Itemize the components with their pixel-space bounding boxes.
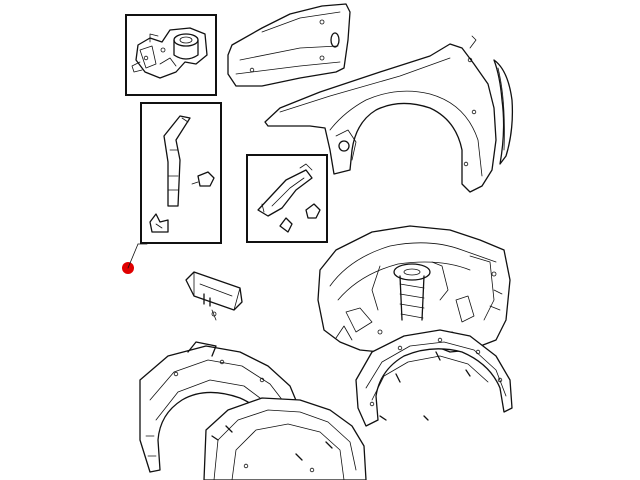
fender-seal-drawing bbox=[149, 115, 215, 233]
front-fender-part bbox=[227, 3, 497, 193]
inset-fender-seal bbox=[140, 102, 222, 244]
inset-fender-brace bbox=[246, 154, 328, 243]
fender-flare bbox=[493, 59, 514, 165]
fender-brace-drawing bbox=[257, 163, 321, 233]
inset-apron-bracket bbox=[125, 14, 217, 96]
callout-marker bbox=[122, 243, 148, 274]
fender-support-bracket-part bbox=[185, 271, 243, 321]
wheelhouse-liner-rear-part bbox=[139, 341, 367, 480]
apron-bracket-drawing bbox=[131, 27, 208, 79]
wheelhouse-liner-front-part bbox=[355, 329, 513, 427]
suspension-assembly-part bbox=[317, 225, 511, 353]
